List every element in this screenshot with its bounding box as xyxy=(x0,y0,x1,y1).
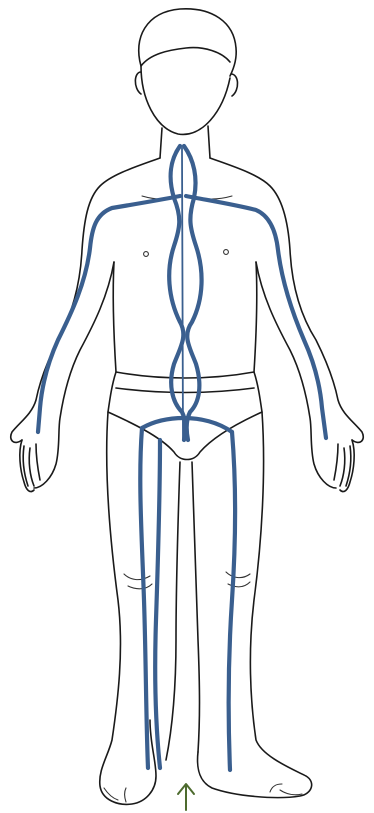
up-arrow-icon xyxy=(178,784,194,810)
hair xyxy=(139,9,236,76)
left-foot-toes xyxy=(104,788,126,802)
body-outline xyxy=(11,9,364,805)
right-knee xyxy=(226,572,250,587)
left-shoulder-arm xyxy=(11,158,160,442)
torso-left-side xyxy=(113,262,116,372)
torso-right-side xyxy=(254,262,257,372)
left-knee xyxy=(124,574,152,589)
right-shoulder-arm xyxy=(210,158,363,442)
right-leg xyxy=(198,412,312,798)
right-leg-channel xyxy=(229,432,235,770)
central-channel-axis xyxy=(182,148,183,440)
right-foot-toes xyxy=(270,784,302,795)
right-inner-leg xyxy=(192,462,200,752)
right-hand xyxy=(334,440,354,492)
left-arm-channel xyxy=(38,196,180,432)
left-leg-channel xyxy=(140,428,148,768)
left-ear xyxy=(135,72,141,94)
face xyxy=(141,66,230,134)
right-ear xyxy=(231,74,238,96)
neck xyxy=(160,126,210,158)
right-inner-arm xyxy=(256,262,336,488)
central-channel-right-strand xyxy=(184,146,202,440)
right-nipple xyxy=(224,250,229,255)
left-leg-channel-inner xyxy=(155,440,160,768)
left-inner-leg xyxy=(166,462,180,760)
left-nipple xyxy=(144,252,149,257)
left-hand xyxy=(20,440,40,492)
